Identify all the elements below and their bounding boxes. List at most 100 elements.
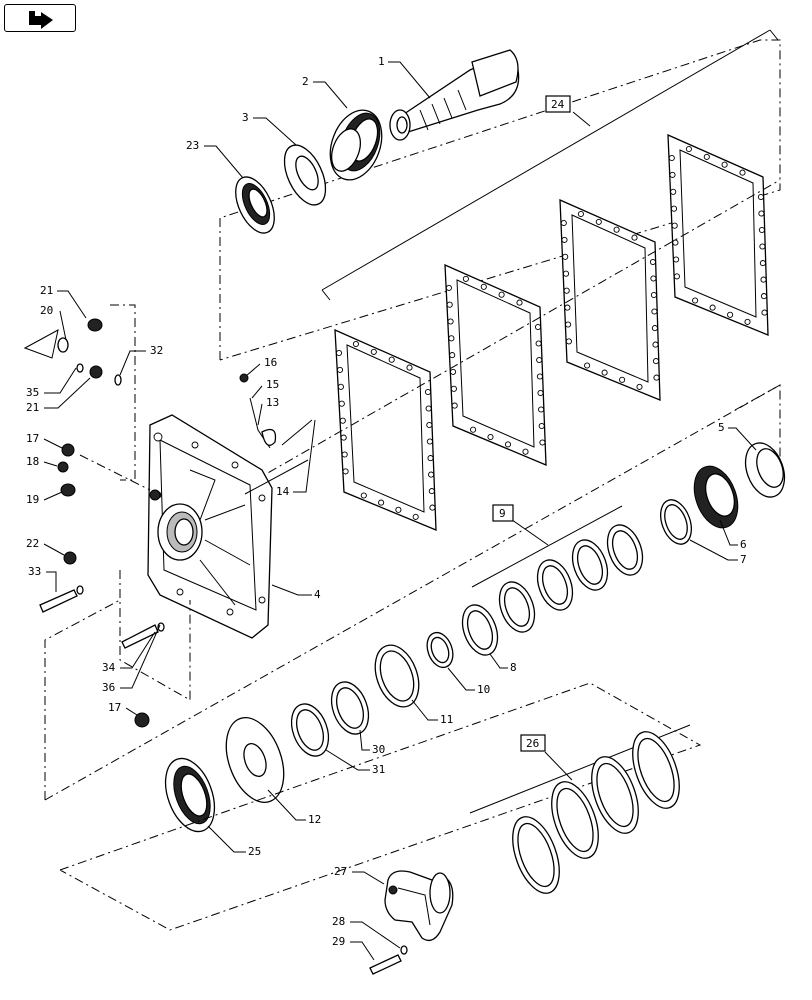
- callout-17b: 17: [108, 701, 121, 714]
- callout-2: 2: [302, 75, 309, 88]
- bolt-hole: [758, 226, 765, 234]
- bolt-hole: [370, 348, 377, 355]
- bolt-hole: [670, 205, 678, 212]
- bolt-hole: [673, 256, 680, 263]
- bolt-hole: [759, 260, 766, 267]
- bolt-hole: [535, 340, 542, 347]
- ring-31: [290, 703, 330, 757]
- bolt-hole: [337, 383, 344, 390]
- callout-23: 23: [186, 139, 199, 152]
- bolt-hole: [336, 366, 344, 373]
- bolt-hole: [341, 451, 348, 458]
- bolt-hole: [487, 433, 494, 441]
- seal-25: [164, 757, 216, 833]
- bolt-hole: [685, 145, 692, 153]
- bolt-hole: [703, 153, 710, 160]
- kit-26-disc-pack: 26: [59, 682, 702, 931]
- bolt-hole: [516, 299, 523, 306]
- callout-16: 16: [264, 356, 277, 369]
- callout-20: 20: [40, 304, 53, 317]
- callout-35: 35: [26, 386, 39, 399]
- bolt-hole: [563, 287, 570, 294]
- callout-3: 3: [242, 111, 249, 124]
- callout-12: 12: [308, 813, 321, 826]
- gasket-2: [444, 263, 547, 466]
- bolt-hole: [447, 318, 454, 325]
- callout-31: 31: [372, 763, 385, 776]
- gasket-1: [334, 328, 437, 531]
- bolt-hole: [670, 188, 677, 195]
- bolt-33: [39, 585, 84, 613]
- gasket-3: [559, 198, 661, 401]
- bolt-hole: [498, 291, 505, 298]
- bolt-hole: [619, 376, 626, 383]
- yoke-27: [384, 870, 454, 942]
- callout-18: 18: [26, 455, 39, 468]
- bolt-hole: [739, 169, 746, 176]
- disc-26d: [632, 731, 680, 809]
- bolt-29: [369, 954, 402, 975]
- callout-29: 29: [332, 935, 345, 948]
- bolt-hole: [450, 385, 457, 392]
- bolt-hole: [759, 243, 766, 250]
- return-arrow-button[interactable]: [4, 4, 76, 32]
- callout-8: 8: [510, 661, 517, 674]
- gasket-holes-4: [668, 145, 768, 325]
- bolt-hole: [758, 210, 765, 217]
- bolt-hole: [669, 171, 676, 178]
- bolt-hole: [651, 308, 658, 315]
- bolt-hole: [564, 304, 571, 311]
- kit-9-label: 9: [499, 507, 506, 520]
- bolt-hole: [538, 422, 545, 430]
- bolt-hole: [651, 325, 658, 332]
- bolt-hole: [480, 283, 487, 290]
- bearing-cone: [329, 109, 383, 181]
- bolt-34: [121, 622, 165, 649]
- bolt-hole: [601, 369, 608, 376]
- callout-13: 13: [266, 396, 279, 409]
- snap-ring-10: [426, 631, 454, 669]
- bolt-hole: [352, 340, 359, 348]
- callout-labels: 1 2 3 23 21 20 35 21 32 16 15 13 14 17 1…: [26, 55, 747, 948]
- pinion-shaft: [389, 49, 520, 141]
- bolt-hole: [424, 388, 432, 396]
- bolt-hole: [470, 426, 477, 433]
- leader-lines: [43, 61, 757, 961]
- bolt-hole: [668, 154, 675, 162]
- bolt-hole: [388, 356, 395, 363]
- kit-26-label-box: [520, 734, 546, 752]
- pin-assembly: [239, 373, 313, 495]
- bolt-hole: [450, 368, 457, 375]
- bolt-hole: [537, 389, 544, 397]
- bolt-hole: [631, 234, 638, 241]
- bolt-hole: [335, 349, 343, 357]
- bolt-hole: [448, 335, 455, 342]
- bolt-hole: [692, 297, 699, 304]
- bolt-hole: [761, 309, 768, 316]
- bolt-hole: [561, 236, 568, 243]
- bolt-hole: [744, 318, 751, 325]
- callout-1: 1: [378, 55, 385, 68]
- bolt-hole: [760, 276, 767, 283]
- disc-26b: [551, 781, 599, 859]
- bolt-hole: [671, 222, 678, 229]
- gasket-holes-1: [335, 340, 436, 520]
- callout-19: 19: [26, 493, 39, 506]
- plug-22: [63, 551, 77, 565]
- bolt-hole: [613, 226, 620, 233]
- bearing-cup-5: [744, 442, 786, 498]
- callout-27: 27: [334, 865, 347, 878]
- callout-25: 25: [248, 845, 261, 858]
- bolt-hole: [428, 488, 435, 495]
- bolt-hole: [428, 471, 435, 478]
- bearing-cone-6: [693, 465, 739, 529]
- washer-12: [225, 717, 285, 803]
- bolt-hole: [709, 304, 716, 311]
- bolt-hole: [427, 455, 434, 462]
- bolt-hole: [672, 239, 679, 246]
- disc-9b: [536, 559, 574, 611]
- disc-26a: [512, 816, 560, 894]
- bolt-hole: [536, 373, 543, 380]
- bolt-hole: [673, 273, 680, 280]
